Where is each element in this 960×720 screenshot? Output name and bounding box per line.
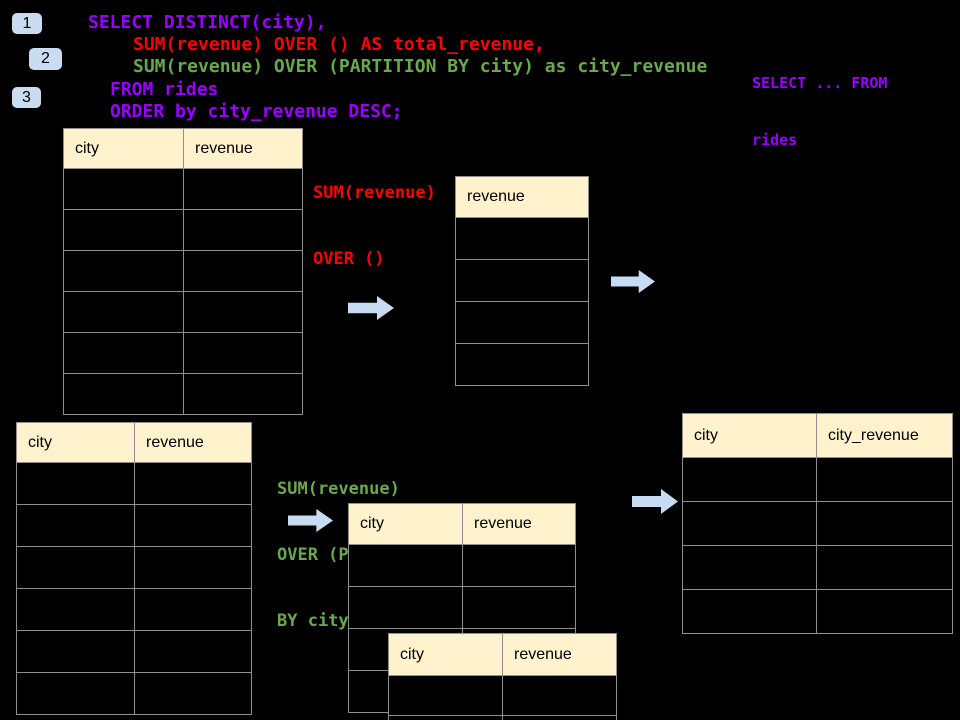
empty-cell [184,251,303,292]
column-header: revenue [184,129,303,169]
empty-cell [456,260,589,302]
column-header: revenue [456,177,589,218]
step-badge-2: 2 [29,48,62,70]
side-note-select-from-rides: SELECT ... FROM rides [752,36,887,188]
step-badge-1: 1 [12,13,42,34]
empty-cell [135,505,252,547]
sql-order-by-line: ORDER by city_revenue DESC; [110,101,403,122]
empty-cell [349,545,463,587]
empty-cell [389,716,503,720]
empty-cell [456,302,589,344]
annotation-line: BY city) [277,611,359,631]
empty-cell [503,676,617,716]
empty-cell [17,505,135,547]
empty-cell [349,587,463,629]
empty-cell [817,590,953,634]
empty-cell [64,210,184,251]
empty-cell [135,673,252,715]
empty-cell [17,463,135,505]
empty-cell [64,333,184,374]
empty-cell [817,458,953,502]
sql-from-line: FROM rides [110,79,219,100]
empty-cell [503,716,617,720]
column-header: city [17,423,135,463]
empty-cell [184,169,303,210]
empty-cell [389,676,503,716]
empty-cell [683,590,817,634]
empty-cell [463,587,576,629]
step-badge-3: 3 [12,87,41,108]
empty-cell [135,547,252,589]
column-header: revenue [503,634,617,676]
table-revenue-column: revenue [455,176,589,386]
empty-cell [683,458,817,502]
empty-cell [64,251,184,292]
empty-cell [135,463,252,505]
column-header: city [389,634,503,676]
empty-cell [135,589,252,631]
empty-cell [683,546,817,590]
empty-cell [17,631,135,673]
empty-cell [817,502,953,546]
sql-city-revenue-line: SUM(revenue) OVER (PARTITION BY city) as… [133,56,708,77]
empty-cell [64,169,184,210]
column-header: revenue [463,504,576,545]
column-header: city [349,504,463,545]
side-note-line-1: SELECT ... FROM [752,74,888,92]
empty-cell [683,502,817,546]
empty-cell [817,546,953,590]
column-header: revenue [135,423,252,463]
arrow-right-icon [632,489,678,514]
arrow-right-icon [611,270,655,293]
empty-cell [184,210,303,251]
empty-cell [184,292,303,333]
empty-cell [17,547,135,589]
empty-cell [456,218,589,260]
annotation-line: OVER () [313,249,385,269]
empty-cell [184,333,303,374]
sql-select-line: SELECT DISTINCT(city), [88,12,327,33]
column-header: city_revenue [817,414,953,458]
annotation-line: SUM(revenue) [277,479,400,499]
empty-cell [184,374,303,415]
annotation-window-total: SUM(revenue) OVER () [313,138,436,314]
side-note-line-2: rides [752,131,798,149]
annotation-line: SUM(revenue) [313,183,436,203]
empty-cell [17,589,135,631]
empty-cell [135,631,252,673]
empty-cell [17,673,135,715]
column-header: city [64,129,184,169]
column-header: city [683,414,817,458]
sql-total-revenue-line: SUM(revenue) OVER () AS total_revenue, [133,34,545,55]
empty-cell [64,292,184,333]
empty-cell [64,374,184,415]
empty-cell [463,545,576,587]
empty-cell [456,344,589,386]
